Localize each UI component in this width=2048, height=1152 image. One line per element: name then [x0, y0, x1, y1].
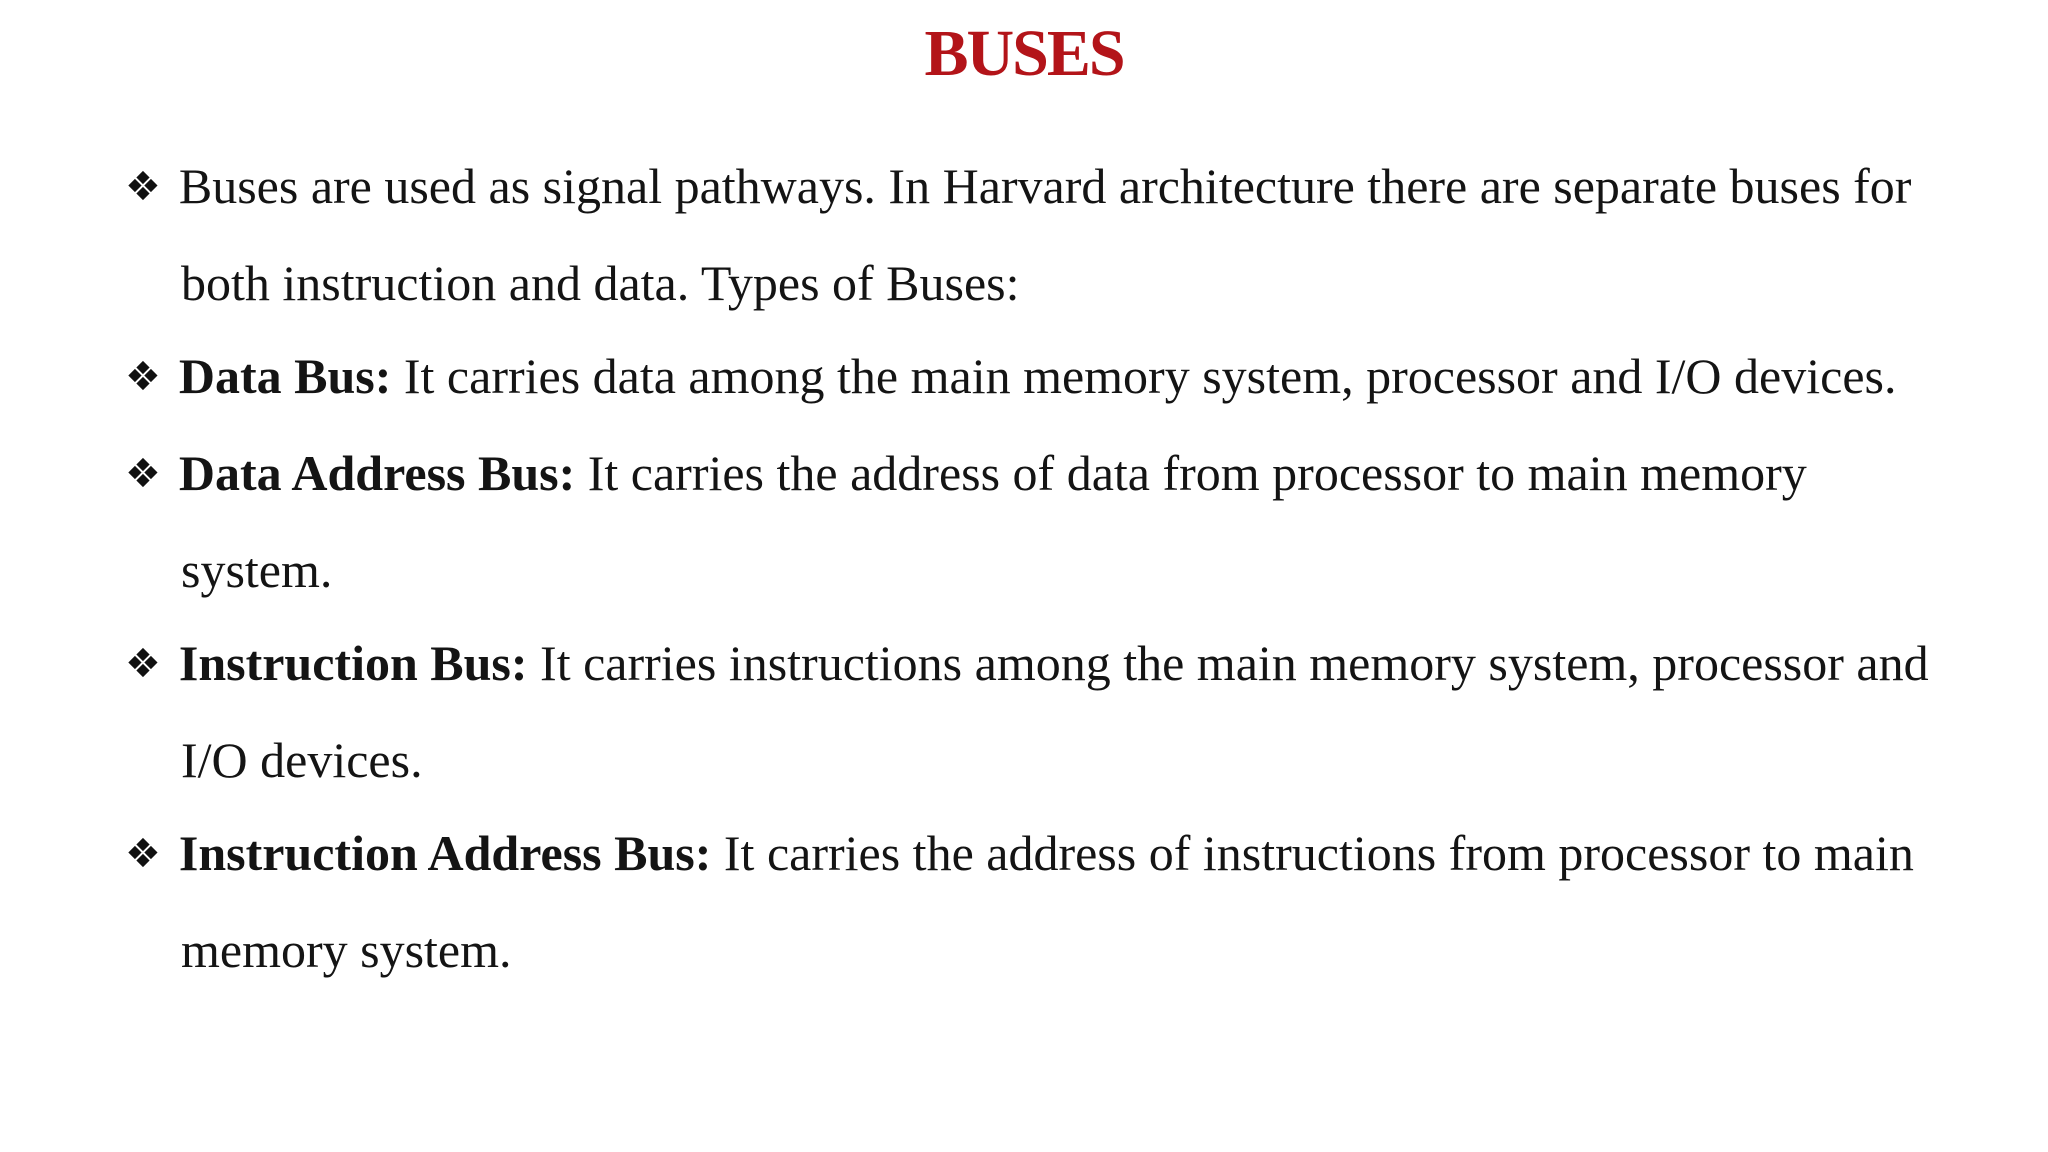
bullet-text: It carries instructions among the main m… [181, 635, 1929, 788]
diamond-bullet-icon: ❖ [125, 451, 161, 497]
bullet-text: It carries the address of instructions f… [181, 825, 1914, 978]
bullet-label: Instruction Bus: [178, 635, 528, 691]
diamond-bullet-icon: ❖ [125, 354, 161, 400]
bullet-item-instruction-bus: ❖ Instruction Bus: It carries instruction… [125, 617, 1970, 807]
bullet-list: ❖ Buses are used as signal pathways. In H… [125, 140, 1970, 997]
diamond-bullet-icon: ❖ [125, 641, 161, 687]
bullet-item-instruction-address-bus: ❖ Instruction Address Bus: It carries the… [125, 807, 1970, 997]
bullet-text: Buses are used as signal pathways. In Ha… [178, 158, 1912, 311]
diamond-bullet-icon: ❖ [125, 164, 161, 210]
bullet-label: Instruction Address Bus: [178, 825, 712, 881]
bullet-label: Data Address Bus: [178, 445, 576, 501]
bullet-item-intro: ❖ Buses are used as signal pathways. In H… [125, 140, 1970, 330]
bullet-label: Data Bus: [178, 348, 392, 404]
diamond-bullet-icon: ❖ [125, 831, 161, 877]
bullet-item-data-address-bus: ❖ Data Address Bus: It carries the addres… [125, 427, 1970, 617]
bullet-text: It carries the address of data from proc… [181, 445, 1807, 598]
slide-title: BUSES [924, 17, 1125, 90]
bullet-item-data-bus: ❖ Data Bus: It carries data among the mai… [125, 330, 1970, 427]
bullet-text: It carries data among the main memory sy… [391, 348, 1897, 404]
